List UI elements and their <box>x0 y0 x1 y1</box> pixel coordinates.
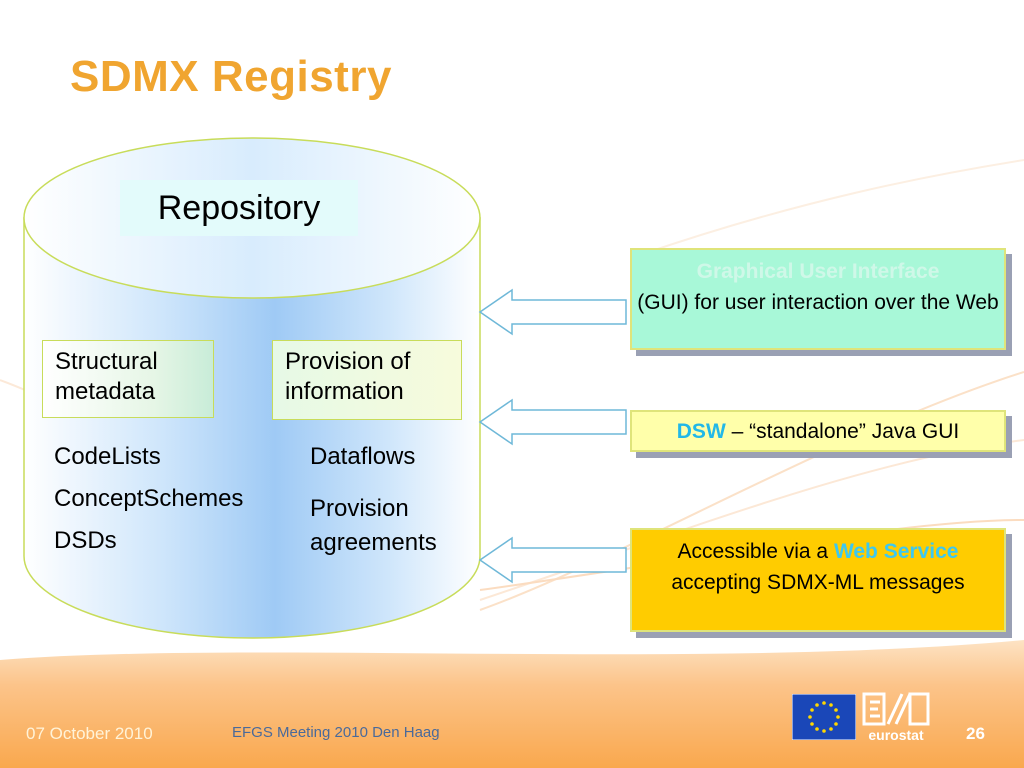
dsw-text: – “standalone” Java GUI <box>725 420 960 443</box>
dataflows-item: Dataflows <box>310 443 416 470</box>
gui-callout: Graphical User Interface (GUI) for user … <box>630 248 1006 350</box>
dsw-arrow-icon <box>478 398 627 446</box>
provision-info-box: Provision of information <box>272 340 462 420</box>
eurostat-logo-icon: eurostat <box>862 692 930 743</box>
provision-agreements-item: Provision agreements <box>310 495 437 556</box>
webservice-arrow-icon <box>478 536 627 584</box>
footer-date: 07 October 2010 <box>26 724 153 743</box>
repository-label: Repository <box>120 180 358 236</box>
webservice-text: accepting SDMX-ML messages <box>671 571 965 594</box>
footer-meeting: EFGS Meeting 2010 Den Haag <box>232 724 440 741</box>
dsw-callout: DSW – “standalone” Java GUI <box>630 410 1006 452</box>
eurostat-logo-text: eurostat <box>868 727 924 743</box>
gui-text: (GUI) for user interaction over the Web <box>637 291 999 314</box>
codelists-item: CodeLists <box>54 443 161 470</box>
eu-flag-icon <box>792 694 856 740</box>
page-number: 26 <box>966 724 985 743</box>
dsw-highlight: DSW <box>676 420 726 443</box>
webservice-highlight: Web Service <box>833 540 959 563</box>
dsds-item: DSDs <box>54 527 117 554</box>
footer-band <box>0 640 1024 768</box>
slide-title: SDMX Registry <box>70 52 392 101</box>
conceptschemes-item: ConceptSchemes <box>54 485 244 512</box>
webservice-callout: Accessible via a Web Service accepting S… <box>630 528 1006 632</box>
gui-highlight: Graphical User Interface <box>696 260 940 283</box>
structural-metadata-box: Structural metadata <box>42 340 214 418</box>
gui-arrow-icon <box>478 288 627 336</box>
webservice-prefix: Accessible via a <box>677 540 834 563</box>
